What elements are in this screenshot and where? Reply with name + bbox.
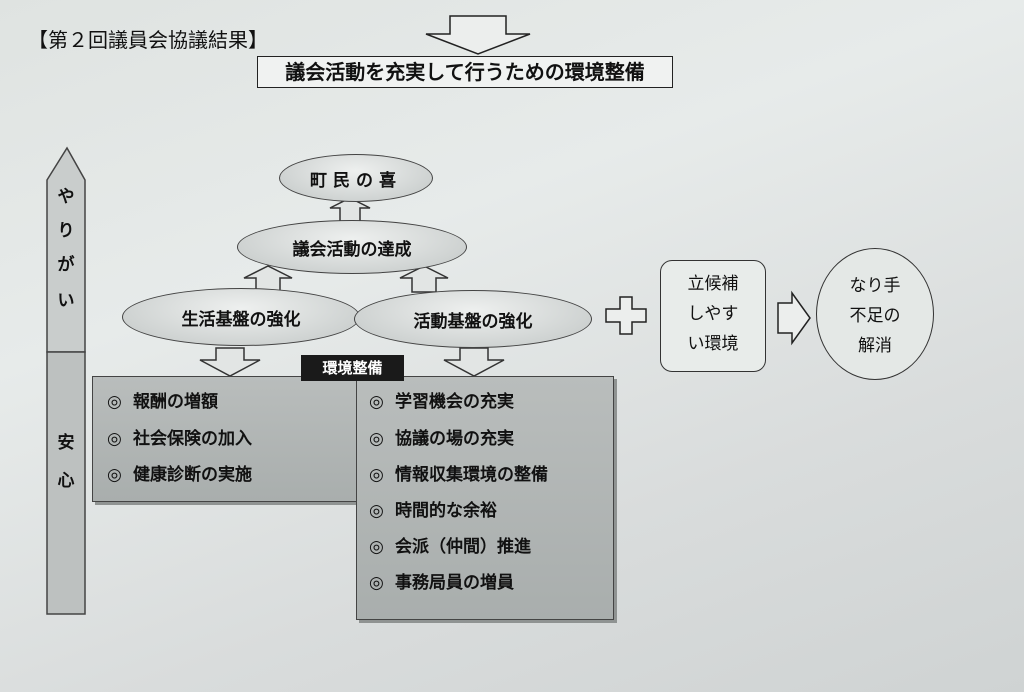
down-arrow-right [443, 347, 505, 377]
right-panel-item: ◎事務局員の増員 [369, 573, 514, 593]
up-arrow-left [243, 265, 293, 293]
ellipse-middle-label: 議会活動の達成 [292, 239, 412, 260]
result-line: 不足の [849, 306, 901, 326]
left-panel-item: ◎報酬の増額 [107, 392, 218, 412]
left-panel-item: ◎健康診断の実施 [107, 465, 252, 485]
vertical-arrow-lower [46, 351, 86, 615]
ellipse-left: 生活基盤の強化 [122, 288, 360, 346]
main-title-box: 議会活動を充実して行うための環境整備 [257, 56, 673, 88]
right-panel-item: ◎時間的な余裕 [369, 501, 497, 521]
candidate-line: 立候補 [687, 274, 739, 294]
environment-tag: 環境整備 [301, 355, 404, 381]
side-label-upper-char: り [57, 221, 75, 241]
ellipse-right-label: 活動基盤の強化 [413, 311, 533, 332]
result-line: なり手 [849, 276, 901, 296]
ellipse-top: 町民の喜 [279, 154, 433, 202]
page-header-title: 【第２回議員会協議結果】 [28, 28, 268, 52]
side-label-upper-char: が [57, 255, 75, 275]
result-circle: なり手 不足の 解消 [816, 248, 934, 380]
side-label-upper-char: や [57, 187, 75, 207]
ellipse-left-label: 生活基盤の強化 [181, 309, 301, 330]
result-line: 解消 [858, 336, 892, 356]
plus-icon [605, 296, 647, 335]
vertical-arrow-upper [46, 146, 86, 353]
right-panel-item: ◎学習機会の充実 [369, 392, 514, 412]
ellipse-right: 活動基盤の強化 [354, 290, 592, 348]
top-down-arrow [425, 15, 531, 55]
ellipse-middle: 議会活動の達成 [237, 220, 467, 274]
right-panel: ◎学習機会の充実 ◎協議の場の充実 ◎情報収集環境の整備 ◎時間的な余裕 ◎会派… [356, 376, 614, 620]
right-panel-item: ◎会派（仲間）推進 [369, 537, 531, 557]
candidate-environment-box: 立候補 しやす い環境 [660, 260, 766, 372]
candidate-line: しやす [687, 304, 739, 324]
left-panel: ◎報酬の増額 ◎社会保険の加入 ◎健康診断の実施 [92, 376, 362, 502]
down-arrow-left [199, 347, 261, 377]
ellipse-top-label: 町民の喜 [310, 170, 402, 191]
right-panel-item: ◎協議の場の充実 [369, 429, 514, 449]
right-arrow [777, 290, 811, 346]
side-label-lower-char: 心 [57, 471, 75, 491]
right-panel-item: ◎情報収集環境の整備 [369, 465, 548, 485]
candidate-line: い環境 [687, 334, 739, 354]
side-label-upper-char: い [57, 291, 75, 311]
up-arrow-right [399, 265, 449, 293]
side-label-lower-char: 安 [57, 433, 75, 453]
left-panel-item: ◎社会保険の加入 [107, 429, 252, 449]
